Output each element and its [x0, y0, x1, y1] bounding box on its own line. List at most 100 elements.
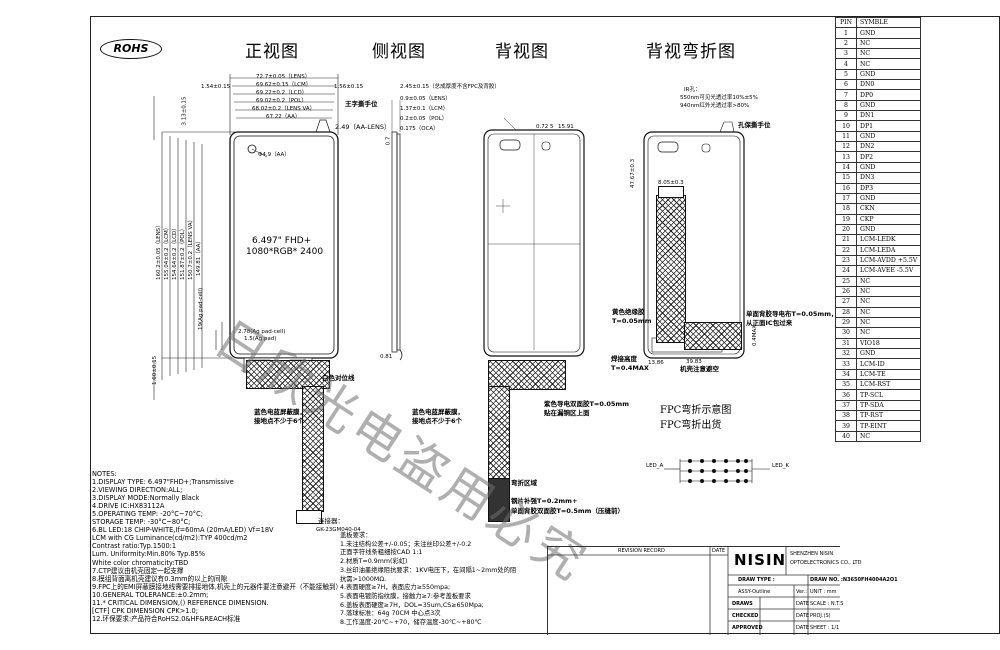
- pin-number: 39: [835, 420, 857, 432]
- front-pull-tab-label: 王字撕手位: [345, 100, 378, 108]
- title-back-view: 背视图: [495, 42, 549, 62]
- note-line: 11.* CRITICAL DIMENSION,() REFERENCE DIM…: [92, 598, 269, 607]
- pin-symbol: LCM-LEDA: [855, 244, 922, 256]
- front-fpc-tail: [302, 386, 324, 512]
- pin-symbol: NC: [855, 327, 922, 339]
- cover-note-line: 3.丝印油墨绝缘阻抗要求：1KV电压下，在间隔1~2mm处的阻: [340, 566, 517, 574]
- note-line: 2.VIEWING DIRECTION:ALL;: [92, 486, 183, 495]
- display-size: 6.497" FHD+: [252, 236, 312, 246]
- bent-dim-4767: 47.67±0.3: [630, 158, 636, 188]
- led-anode-label: LED_A: [646, 463, 664, 469]
- date-label-3: DATE: [796, 625, 810, 631]
- side-dim-oca: 0.175（OCA）: [400, 126, 439, 132]
- symbol-header: SYMBLE: [855, 16, 922, 29]
- pin-number: 40: [835, 430, 857, 443]
- pin-symbol: DN3: [855, 172, 922, 184]
- pin-symbol: GND: [855, 347, 922, 360]
- pin-symbol: DP3: [855, 182, 922, 194]
- front-vdim-lens: 160.2±0.05（LENS）: [156, 222, 162, 280]
- front-top-v: 3.13±0.15: [181, 96, 188, 126]
- note-line: 7.CTP建议由机壳固定一起支撑: [92, 566, 184, 575]
- front-v-agpad: 19(Ag pad-cell): [198, 287, 204, 330]
- pin-number: 33: [835, 358, 857, 370]
- pin-symbol: DP2: [855, 151, 922, 163]
- back-blue-tape: 蓝色电蓝屏蔽膜，: [412, 408, 464, 416]
- cover-note-line: 7.落球标准：64g 70CM 中心点3次: [340, 610, 441, 618]
- front-vdim-lcd: 154.64±0.2（LCD）: [172, 225, 178, 280]
- front-dim-lens-w: 72.7±0.05（LENS）: [256, 74, 311, 80]
- pin-number: 25: [835, 275, 857, 287]
- pin-number: 35: [835, 379, 857, 391]
- front-agpad-cell: 2.78(Ag pad-cell): [238, 329, 286, 335]
- pin-symbol: LCM-ID: [855, 358, 922, 370]
- note-line: 6.BL LED:18 CHIP-WHITE,If=60mA (20mA/LED…: [92, 526, 274, 535]
- note-line: 10.GENERAL TOLERANCE:±0.2mm;: [92, 590, 209, 599]
- pin-symbol: NC: [855, 48, 922, 60]
- pin-symbol: NC: [855, 285, 922, 298]
- front-connector-model: GK-23GM040-04: [316, 527, 361, 533]
- back-purple-tape-2: 贴在漏铜区上面: [544, 409, 590, 417]
- front-fpc-shield: [246, 360, 330, 389]
- note-line: STORAGE TEMP: -30°C~80°C;: [92, 518, 191, 527]
- pin-symbol: DN2: [855, 141, 922, 153]
- cover-note-line: 2.材质T=0.9mm(彩虹): [340, 558, 408, 566]
- front-left-edge: 1.54±0.15: [201, 84, 231, 90]
- cover-note-line: 1.未注结构公差+/-0.05；未注丝印公差+/-0.2: [340, 540, 472, 548]
- company-name-2: OPTOELECTRONICS CO., LTD: [790, 560, 862, 566]
- pin-number: 29: [835, 316, 857, 329]
- note-line: Contrast ratio:Typ.1500:1: [92, 542, 177, 551]
- pin-symbol: TP-SCL: [855, 389, 922, 401]
- pin-symbol: NC: [855, 37, 922, 50]
- pin-number: 30: [835, 327, 857, 339]
- front-dim-lcd-w: 69.22±0.2（LCD）: [256, 90, 308, 96]
- pin-number: 15: [835, 172, 857, 184]
- pin-symbol: GND: [855, 223, 922, 236]
- front-v-160: 1.60±0.15: [152, 355, 158, 385]
- front-blue-tape: 蓝色电蓝屏蔽膜，: [254, 408, 306, 416]
- pin-number: 14: [835, 161, 857, 174]
- scale: SCALE : N.T.S: [810, 601, 844, 607]
- assy-outline: ASSY-Outline: [738, 589, 771, 595]
- pin-symbol: DP1: [855, 120, 922, 132]
- pin-number: 7: [835, 89, 857, 101]
- cover-note-line: 5.表面电镀防指纹膜，接触力≥7:参考盖板要求: [340, 592, 471, 600]
- pin-number: 28: [835, 306, 857, 318]
- checked-label: CHECKED: [732, 613, 759, 619]
- note-line: White color chromaticity:TBD: [92, 558, 189, 567]
- note-line: 3.DISPLAY MODE:Normally Black: [92, 494, 200, 503]
- title-block-grid: [548, 547, 840, 635]
- pin-number: 16: [835, 182, 857, 194]
- pin-symbol: GND: [855, 192, 922, 205]
- date-label-2: DATE: [796, 613, 810, 619]
- side-dim-07: 0.7: [385, 136, 392, 146]
- back-fpc-shield: [488, 360, 566, 390]
- bent-ir-infrared: 940nm红外光透过率>80%: [680, 103, 750, 109]
- title-front-view: 正视图: [245, 42, 299, 62]
- pin-symbol: TP-SDA: [855, 399, 922, 412]
- pin-number: 5: [835, 68, 857, 81]
- title-back-bent-view: 背视弯折图: [646, 42, 736, 62]
- bent-ir-label: IR孔：: [684, 87, 701, 93]
- pin-symbol: LCM-RST: [855, 379, 922, 391]
- title-block: REVISION RECORD DATE NISIN SHENZHEN NISI…: [547, 546, 898, 635]
- bent-conductive-cloth: 单面背胶导电布T=0.05mm，: [746, 310, 838, 318]
- pin-number: 11: [835, 130, 857, 143]
- back-dim-072: 0.72: [536, 124, 549, 130]
